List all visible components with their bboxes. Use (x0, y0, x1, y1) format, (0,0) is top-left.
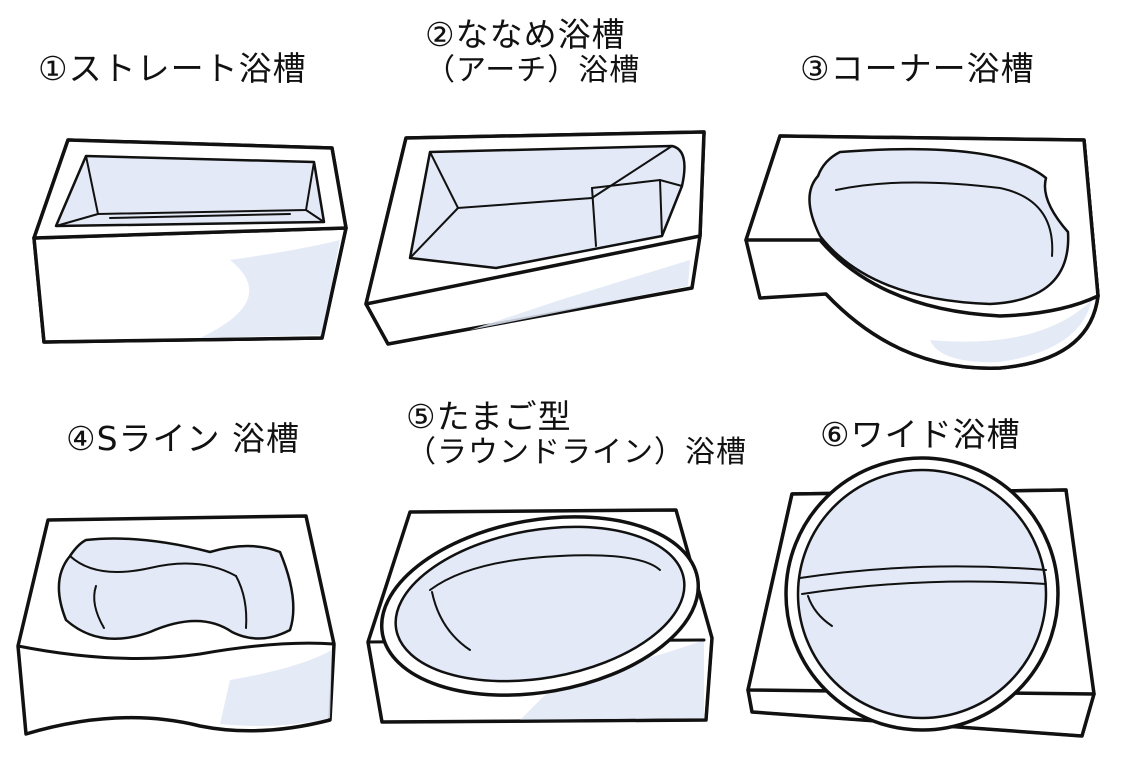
label-corner-tub: ③コーナー浴槽 (800, 50, 1035, 88)
straight-tub-drawing (32, 138, 348, 344)
label-straight-line1: ①ストレート浴槽 (38, 49, 307, 88)
label-egg-line2: （ラウンドライン）浴槽 (406, 434, 747, 470)
label-egg-line1: ⑤たまご型 (406, 397, 572, 436)
corner-tub-drawing (744, 134, 1100, 370)
egg-tub-drawing (366, 508, 714, 724)
label-diagonal-line2: （アーチ）浴槽 (425, 52, 641, 88)
s-line-tub-drawing (16, 514, 336, 736)
label-wide-tub: ⑥ワイド浴槽 (820, 416, 1021, 454)
label-wide-line1: ⑥ワイド浴槽 (820, 415, 1021, 454)
label-egg-tub: ⑤たまご型 （ラウンドライン）浴槽 (406, 398, 747, 470)
wide-tub-drawing (746, 456, 1096, 738)
label-s-line-line1: ④Sライン 浴槽 (66, 419, 301, 458)
label-diagonal-tub: ②ななめ浴槽 （アーチ）浴槽 (425, 16, 640, 88)
label-straight-tub: ①ストレート浴槽 (38, 50, 307, 88)
label-diagonal-line1: ②ななめ浴槽 (425, 15, 626, 54)
diagonal-tub-drawing (364, 130, 706, 346)
label-corner-line1: ③コーナー浴槽 (800, 49, 1035, 88)
label-s-line-tub: ④Sライン 浴槽 (66, 420, 300, 458)
